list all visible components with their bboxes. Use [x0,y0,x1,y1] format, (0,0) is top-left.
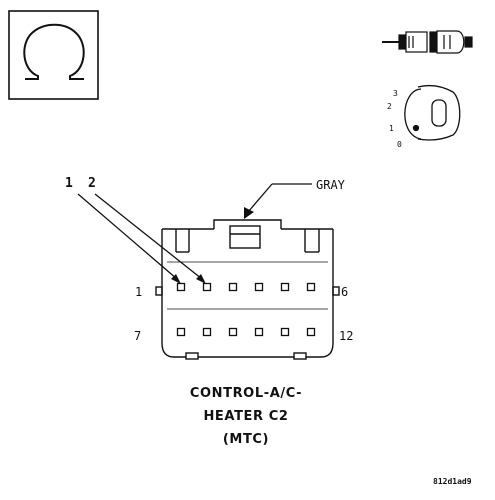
connector-title-line1: CONTROL-A/C- [190,386,302,401]
gray-callout-leader [244,183,312,219]
callout-2: 2 [88,176,96,191]
pin-cavity-3 [228,282,238,292]
pin-cavity-1 [176,282,186,292]
pin-label-7: 7 [134,329,141,343]
pin-label-12: 12 [339,329,353,343]
connector-housing [155,219,340,360]
pin-cavity-8 [202,327,212,337]
key-pos-3: 3 [393,89,398,98]
key-pos-0: 0 [397,140,402,149]
pin-cavities [176,282,316,337]
callout-1: 1 [65,176,73,191]
connector-title-line2: HEATER C2 [203,409,288,424]
ignition-key-icon [404,85,461,141]
pin-cavity-2 [202,282,212,292]
pin-cavity-4 [254,282,264,292]
pin-cavity-9 [228,327,238,337]
pin-cavity-12 [306,327,316,337]
connector-title-line3: (MTC) [223,432,269,447]
ohm-icon [23,23,85,80]
pin-cavity-6 [306,282,316,292]
connector-plug-icon [382,30,473,54]
ohm-symbol-box [8,10,99,100]
pin-cavity-11 [280,327,290,337]
pin-cavity-7 [176,327,186,337]
key-pos-2: 2 [387,102,392,111]
figure-code: 812d1ad9 [433,477,472,486]
pin-label-1: 1 [135,285,142,299]
key-pos-1: 1 [389,124,394,133]
pin-cavity-10 [254,327,264,337]
wire-color-label: GRAY [316,178,346,192]
callout-leaders [77,193,206,284]
pin-cavity-5 [280,282,290,292]
pin-label-6: 6 [341,285,348,299]
